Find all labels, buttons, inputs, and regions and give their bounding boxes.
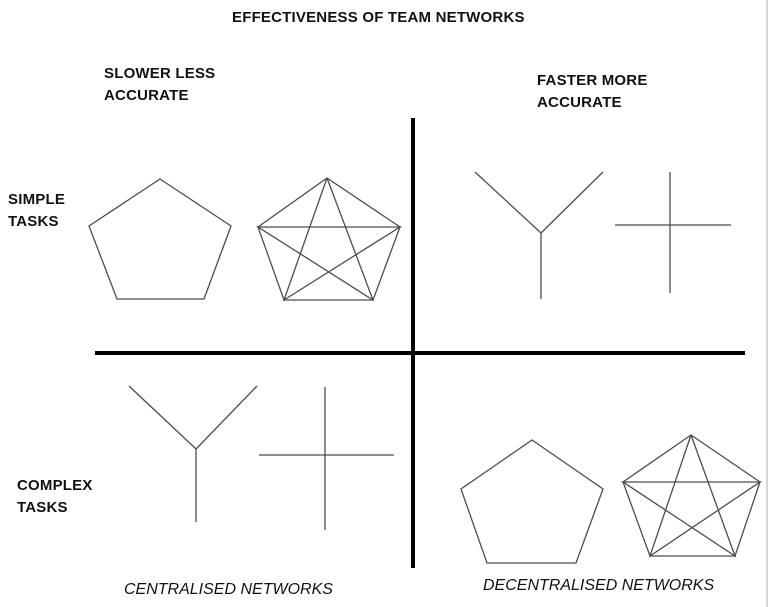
all-channel-network-top-left xyxy=(255,177,403,302)
diagram-title: EFFECTIVENESS OF TEAM NETWORKS xyxy=(232,9,525,26)
y-network-bottom-left xyxy=(128,385,258,522)
header-slower-less-accurate: SLOWER LESS ACCURATE xyxy=(104,65,216,104)
all-channel-network-bottom-right xyxy=(620,434,763,558)
row-label-simple-tasks: SIMPLE TASKS xyxy=(8,191,66,230)
row-label-complex-tasks: COMPLEX TASKS xyxy=(17,477,93,516)
right-border xyxy=(766,0,768,607)
footer-centralised-networks: CENTRALISED NETWORKS xyxy=(124,581,333,598)
wheel-network-top-right xyxy=(615,172,731,293)
y-network-top-right xyxy=(474,171,604,299)
circle-network-bottom-right xyxy=(460,439,604,564)
wheel-network-bottom-left xyxy=(259,387,394,530)
footer-decentralised-networks: DECENTRALISED NETWORKS xyxy=(483,577,715,594)
circle-network-top-left xyxy=(88,178,232,300)
header-faster-more-accurate: FASTER MORE ACCURATE xyxy=(537,72,648,111)
